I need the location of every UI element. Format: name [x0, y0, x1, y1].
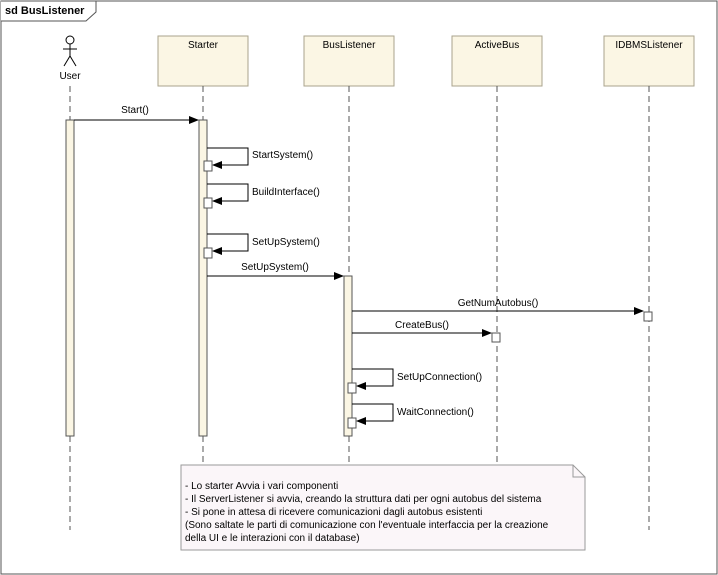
- frame-title-tab: [1, 0, 97, 22]
- lifeline-activebus-head: ActiveBus: [451, 35, 543, 87]
- lifeline-buslistener-head: BusListener: [303, 35, 395, 87]
- lifeline-label: BusListener: [323, 40, 376, 51]
- message-buildinterface-label: BuildInterface(): [252, 187, 320, 198]
- frame-title: sd BusListener: [5, 5, 85, 17]
- note-line: - Si pone in attesa di ricevere comunica…: [185, 507, 482, 518]
- activation-user: [65, 119, 75, 437]
- message-setupsystem-self-label: SetUpSystem(): [252, 237, 320, 248]
- message-setupconnection-arrow: [352, 368, 394, 390]
- activation-startsystem: [203, 160, 213, 172]
- activation-getnumautobus: [643, 311, 653, 322]
- lifeline-label: ActiveBus: [475, 40, 519, 51]
- message-setupconnection-label: SetUpConnection(): [397, 372, 482, 383]
- note-line: (Sono saltate le parti di comunicazione …: [185, 520, 549, 531]
- lifeline-starter-head: Starter: [157, 35, 249, 87]
- message-getnumautobus-label: GetNumAutobus(): [458, 298, 539, 309]
- activation-createbus: [491, 332, 501, 343]
- message-setupsystem-self-arrow: [207, 233, 249, 255]
- message-startsystem-arrow: [207, 147, 249, 169]
- message-startsystem-label: StartSystem(): [252, 150, 313, 161]
- activation-setupsystem-self: [203, 247, 213, 259]
- lifeline-label: IDBMSListener: [615, 40, 683, 51]
- note-line: - Lo starter Avvia i vari componenti: [185, 481, 338, 492]
- note-line: della UI e le interazioni con il databas…: [185, 533, 360, 544]
- activation-starter: [198, 119, 208, 437]
- message-start-label: Start(): [121, 105, 149, 116]
- lifeline-idbms-head: IDBMSListener: [603, 35, 695, 87]
- activation-waitconnection: [347, 417, 357, 429]
- activation-setupconnection: [347, 382, 357, 394]
- message-createbus-label: CreateBus(): [395, 320, 449, 331]
- message-setupsystem-label: SetUpSystem(): [241, 262, 309, 273]
- message-buildinterface-arrow: [207, 183, 249, 205]
- note-line: - Il ServerListener si avvia, creando la…: [185, 494, 542, 505]
- stick-figure-icon: [63, 35, 77, 67]
- lifeline-label: Starter: [188, 40, 219, 51]
- actor-label: User: [59, 71, 81, 82]
- note: - Lo starter Avvia i vari componenti - I…: [180, 464, 586, 551]
- activation-buslistener: [343, 275, 353, 437]
- activation-buildinterface: [203, 197, 213, 209]
- message-waitconnection-arrow: [352, 403, 394, 425]
- message-waitconnection-label: WaitConnection(): [397, 407, 474, 418]
- actor-user: User: [59, 35, 81, 82]
